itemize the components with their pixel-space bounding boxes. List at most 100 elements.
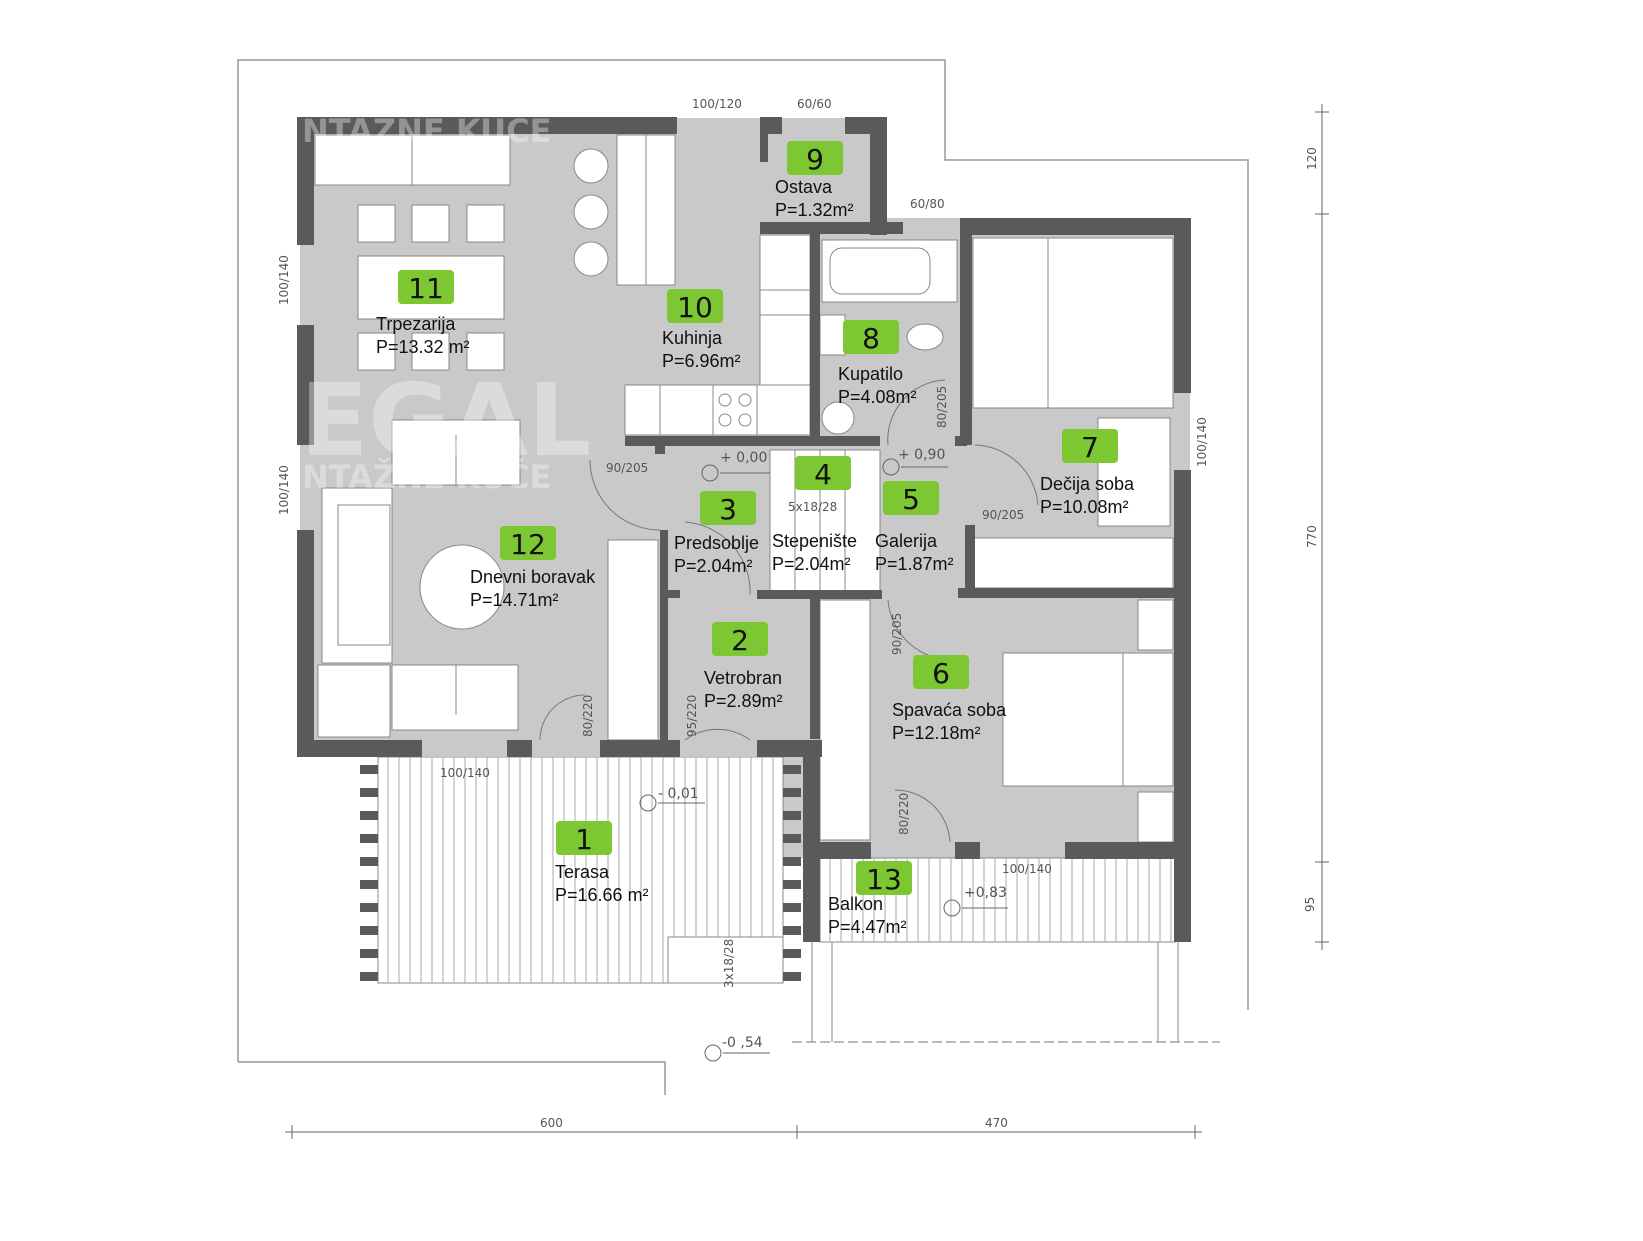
room-area: P=4.08m² (838, 387, 917, 407)
room-number-badge (1062, 429, 1118, 463)
door-label: 80/205 (935, 386, 949, 428)
room-number-badge (856, 861, 912, 895)
room-area: P=4.47m² (828, 917, 907, 937)
door-label: 80/220 (897, 793, 911, 835)
room-number: 9 (806, 143, 824, 176)
watermark-brand: EGAL (300, 362, 592, 479)
level-label: -0 ,54 (722, 1035, 763, 1051)
dimension-label: 95 (1303, 897, 1317, 912)
window-label: 100/140 (1195, 417, 1209, 467)
room-name: Vetrobran (704, 668, 782, 688)
terrace-posts (360, 765, 801, 981)
dimension-label: 120 (1305, 147, 1319, 170)
room-name: Balkon (828, 894, 883, 914)
room-number-badge (398, 270, 454, 304)
stairs-label: 3x18/28 (722, 939, 736, 988)
room-number-badge (556, 821, 612, 855)
dimension-label: 600 (540, 1116, 563, 1130)
room-name: Galerija (875, 531, 938, 551)
level-label: + 0,90 (898, 447, 945, 463)
window-label: 100/140 (277, 465, 291, 515)
room-area: P=6.96m² (662, 351, 741, 371)
room-number-badge (700, 491, 756, 525)
level-label: +0,83 (964, 885, 1007, 901)
room-number: 7 (1081, 431, 1099, 464)
room-name: Trpezarija (376, 314, 456, 334)
room-area: P=2.04m² (772, 554, 851, 574)
room-area: P=14.71m² (470, 590, 559, 610)
window-label: 100/140 (440, 766, 490, 780)
room-number-badge (667, 289, 723, 323)
door-label: 90/205 (606, 461, 648, 475)
room-number: 10 (677, 291, 713, 324)
room-name: Predsoblje (674, 533, 759, 553)
room-number: 2 (731, 624, 749, 657)
window-label: 100/140 (277, 255, 291, 305)
room-number-badge (712, 622, 768, 656)
door-label: 90/205 (890, 613, 904, 655)
dimension-label: 470 (985, 1116, 1008, 1130)
room-number: 3 (719, 493, 737, 526)
dimension-lines (285, 104, 1329, 1139)
walls (297, 117, 1191, 942)
room-name: Terasa (555, 862, 610, 882)
room-number: 4 (814, 458, 832, 491)
door-label: 90/205 (982, 508, 1024, 522)
room-area: P=16.66 m² (555, 885, 649, 905)
room-number-badge (843, 320, 899, 354)
room-name: Kupatilo (838, 364, 903, 384)
room-name: Ostava (775, 177, 833, 197)
room-name: Spavaća soba (892, 700, 1007, 720)
room-area: P=13.32 m² (376, 337, 470, 357)
level-label: - 0,01 (658, 786, 699, 802)
room-area: P=2.04m² (674, 556, 753, 576)
room-area: P=12.18m² (892, 723, 981, 743)
room-number-badge (883, 481, 939, 515)
room-number-badge (795, 456, 851, 490)
site-outline-bottom (238, 1061, 666, 1095)
room-area: P=1.32m² (775, 200, 854, 220)
level-label: + 0,00 (720, 450, 767, 466)
window-label: 100/120 (692, 97, 742, 111)
window-label: 60/80 (910, 197, 945, 211)
room-name: Dečija soba (1040, 474, 1135, 494)
door-label: 95/220 (685, 695, 699, 737)
stairs-label: 5x18/28 (788, 500, 837, 514)
room-number-badge (500, 526, 556, 560)
room-area: P=2.89m² (704, 691, 783, 711)
room-number-badge (913, 655, 969, 689)
room-number: 1 (575, 823, 593, 856)
window-label: 100/140 (1002, 862, 1052, 876)
dimension-label: 770 (1305, 525, 1319, 548)
level-marks (639, 458, 1008, 1062)
room-number: 8 (862, 322, 880, 355)
watermark-tagline: NTAŽNE KUĆE (302, 111, 551, 150)
room-number: 11 (408, 272, 444, 305)
watermark-tagline-2: NTAŽNE KUĆE (302, 457, 551, 496)
room-number: 12 (510, 528, 546, 561)
room-number: 5 (902, 483, 920, 516)
door-swings (539, 379, 1039, 843)
room-name: Dnevni boravak (470, 567, 596, 587)
room-name: Kuhinja (662, 328, 723, 348)
window-label: 60/60 (797, 97, 832, 111)
site-outline (237, 59, 1249, 1062)
room-area: P=1.87m² (875, 554, 954, 574)
door-label: 80/220 (581, 695, 595, 737)
room-number-badge (787, 141, 843, 175)
room-area: P=10.08m² (1040, 497, 1129, 517)
terrace-deck (377, 756, 784, 984)
